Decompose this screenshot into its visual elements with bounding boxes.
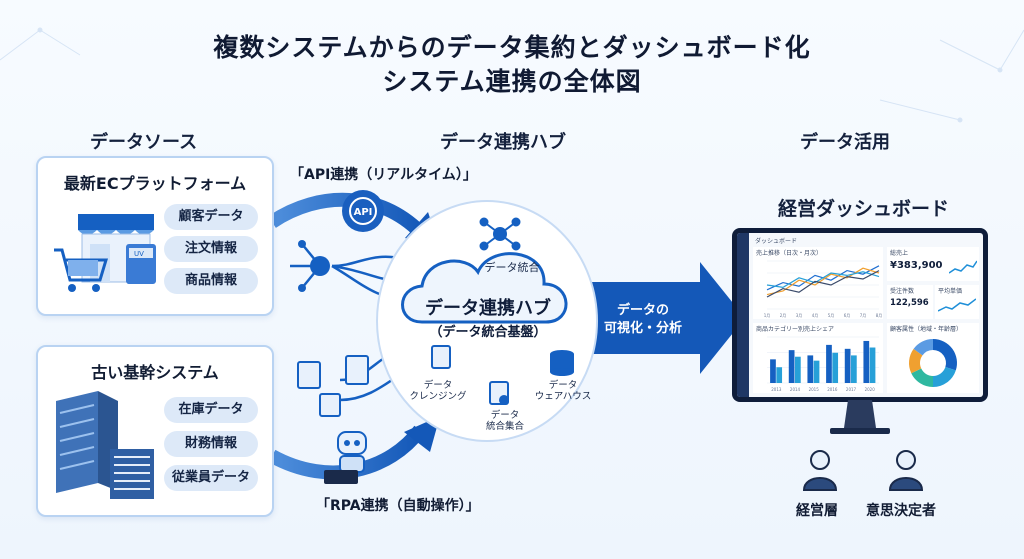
bar — [844, 348, 851, 383]
integrate-network-icon — [479, 217, 521, 251]
ec-platform-card: 最新ECプラットフォーム UV 顧客データ 注文情報 商品情報 — [36, 156, 274, 316]
donut-slice — [933, 339, 957, 371]
warehouse-icon — [550, 350, 574, 376]
column-header-hub: データ連携ハブ — [440, 132, 566, 153]
line-series-2 — [766, 271, 880, 289]
legacy-system-card: 古い基幹システム 在庫データ 財務情報 従業員データ — [36, 345, 274, 517]
x-tick-label: 2017 — [846, 387, 857, 392]
x-tick-label: 7月 — [860, 313, 867, 318]
panel-category-title: 商品カテゴリー別売上シェア — [756, 326, 835, 333]
bar — [770, 359, 776, 383]
x-tick-label: 4月 — [812, 313, 819, 318]
bar — [863, 340, 870, 383]
aggregate-icon — [489, 381, 509, 405]
bar — [813, 360, 820, 383]
hub-cleansing-label: データクレンジング — [409, 380, 467, 402]
hub-aggregate-label: データ統合集合 — [485, 410, 524, 432]
avg-sparkline — [938, 298, 976, 312]
executive-person-icon — [802, 450, 838, 491]
x-tick-label: 2月 — [780, 313, 787, 318]
x-tick-label: 5月 — [828, 313, 835, 318]
panel-customer-title: 顧客属性（地域・年齢層） — [890, 326, 963, 333]
dashboard-screen: ダッシュボード 売上推移（日次・月次） 1月 2月 3月 4月 5月 6月 7月 8月 総売上… — [737, 233, 983, 397]
donut-slice — [909, 348, 923, 374]
x-tick-label: 2020 — [865, 387, 876, 392]
hub-warehouse-label: データウェアハウス — [534, 380, 592, 402]
panel-trend-title: 売上推移（日次・月次） — [756, 250, 823, 257]
hub-subtitle: （データ統合基盤） — [429, 325, 547, 340]
panel-avg-price: 平均単価 — [935, 285, 979, 319]
sales-trend-chart: 1月 2月 3月 4月 5月 6月 7月 8月 — [764, 260, 883, 318]
x-tick-label: 3月 — [796, 313, 803, 318]
column-header-use: データ活用 — [800, 132, 890, 153]
legacy-system-title: 古い基幹システム — [91, 363, 219, 382]
donut-slice — [911, 368, 933, 387]
dashboard-app-title: ダッシュボード — [755, 238, 798, 245]
panel-sales-title: 総売上 — [890, 250, 909, 257]
ec-item-customer: 顧客データ — [164, 204, 258, 230]
bar — [788, 350, 795, 383]
page-title: 複数システムからのデータ集約とダッシュボード化 — [213, 33, 811, 62]
customer-donut-chart — [909, 339, 957, 387]
panel-customer: 顧客属性（地域・年齢層） — [887, 323, 979, 393]
visualize-arrow-label: データの可視化・分析 — [603, 303, 682, 336]
dashboard-sidebar — [737, 233, 749, 397]
x-tick-label: 2016 — [827, 387, 838, 392]
ec-item-products: 商品情報 — [164, 268, 258, 294]
person-label-executive: 経営層 — [796, 503, 838, 519]
panel-orders-title: 受注件数 — [890, 288, 915, 295]
api-badge-text: API — [354, 207, 373, 218]
donut-slice — [913, 339, 933, 356]
column-header-source: データソース — [90, 132, 198, 153]
hub-cloud — [376, 200, 598, 442]
hub-integrate-label: データ統合 — [484, 261, 540, 274]
cleansing-icon — [431, 345, 451, 369]
category-bar-chart: 2013 2014 2015 2016 2017 2020 — [767, 336, 879, 392]
page-subtitle: システム連携の全体図 — [382, 67, 642, 96]
legacy-item-finance: 財務情報 — [164, 431, 258, 457]
panel-trend: 売上推移（日次・月次） 1月 2月 3月 4月 5月 6月 7月 8月 — [753, 247, 883, 319]
x-tick-label: 8月 — [876, 313, 883, 318]
x-tick-label: 1月 — [764, 313, 771, 318]
panel-avg-title: 平均単価 — [938, 288, 963, 295]
ec-platform-title: 最新ECプラットフォーム — [63, 174, 247, 193]
rpa-robot-icon — [324, 431, 367, 484]
bar — [776, 367, 783, 383]
bar — [869, 347, 876, 383]
api-badge-icon: API — [342, 190, 384, 232]
server-rack-icon — [56, 391, 154, 499]
panel-orders: 受注件数 122,596 — [887, 285, 933, 319]
orders-value: 122,596 — [890, 298, 929, 308]
decision-maker-person-icon — [888, 450, 924, 491]
ec-badge: UV — [134, 250, 144, 258]
bar — [851, 355, 857, 383]
line-series-3 — [766, 270, 880, 298]
dashboard-title: 経営ダッシュボード — [778, 198, 950, 220]
donut-slice — [933, 367, 956, 387]
panel-total-sales: 総売上 ¥383,900 — [887, 247, 979, 281]
monitor-stand — [830, 400, 890, 434]
person-label-decision-maker: 意思決定者 — [866, 503, 936, 519]
x-tick-label: 2015 — [809, 387, 820, 392]
legacy-item-employees: 従業員データ — [164, 465, 258, 491]
api-connection-label: 「API連携（リアルタイム）」 — [290, 167, 477, 183]
legacy-item-inventory: 在庫データ — [164, 397, 258, 423]
panel-category: 商品カテゴリー別売上シェア 2013 2014 2015 2016 2017 2020 — [753, 323, 883, 393]
ec-item-orders: 注文情報 — [164, 236, 258, 262]
hub-title: データ連携ハブ — [425, 298, 551, 319]
rpa-connection-label: 「RPA連携（自動操作）」 — [316, 498, 480, 514]
bar — [807, 355, 814, 383]
bar — [795, 356, 801, 383]
x-tick-label: 2014 — [790, 387, 801, 392]
x-tick-label: 2013 — [771, 387, 782, 392]
x-tick-label: 6月 — [844, 313, 851, 318]
total-sales-value: ¥383,900 — [890, 260, 943, 271]
bar — [832, 352, 839, 383]
monitor-frame: ダッシュボード 売上推移（日次・月次） 1月 2月 3月 4月 5月 6月 7月 8月 総売上… — [732, 228, 988, 402]
visualize-arrow — [585, 262, 745, 374]
bar — [826, 344, 832, 383]
sales-sparkline — [949, 260, 977, 274]
storefront-icon: UV — [54, 214, 156, 292]
